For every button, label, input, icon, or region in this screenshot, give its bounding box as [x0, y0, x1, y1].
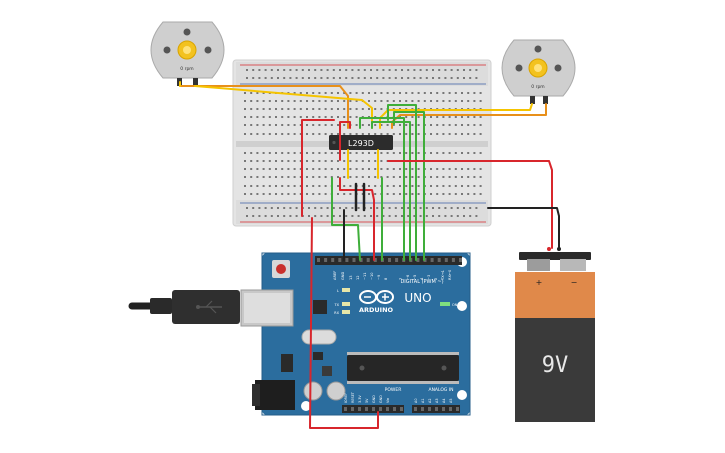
battery-plus-label: + — [536, 278, 543, 287]
pin-label-12: 12 — [356, 275, 360, 280]
on-led-label: ON — [452, 303, 458, 307]
reset-button[interactable] — [272, 260, 290, 278]
pin-label-10: ~10 — [370, 272, 374, 280]
pin-label-2: 2 — [434, 278, 438, 280]
battery-voltage: 9V — [542, 353, 569, 378]
battery-9v[interactable]: + − 9V — [515, 252, 595, 422]
pin-label-vin: Vin — [386, 398, 390, 403]
wire-left-motor-1 — [179, 85, 349, 129]
ic-label: L293D — [348, 139, 374, 148]
analog-header-label: ANALOG IN — [428, 387, 453, 393]
pin-label-3: ~3 — [427, 275, 431, 280]
pin-label-3v3: 3.3V — [358, 395, 362, 403]
motor-left[interactable]: 0 rpm — [150, 21, 225, 86]
motor-left-rpm: 0 rpm — [180, 66, 193, 72]
pin-label-aref: AREF — [333, 271, 337, 280]
pin-label-gnd: GND — [341, 272, 345, 280]
battery-minus-label: − — [571, 278, 578, 287]
pin-label-ioref: IOREF — [344, 393, 348, 403]
l293d-chip[interactable]: L293D — [329, 135, 393, 150]
motor-right-rpm: 0 rpm — [531, 84, 544, 90]
digital-header-label: DIGITAL (PWM ~) — [400, 279, 443, 285]
gear-icon — [177, 40, 197, 60]
pin-label-5: ~5 — [413, 275, 417, 280]
microcontroller-chip — [347, 352, 459, 384]
pin-label-gnd2: GND — [379, 395, 383, 403]
pin-label-9: ~9 — [377, 274, 381, 280]
pin-label-a0: A0 — [414, 399, 418, 403]
tx-led-label: TX — [333, 303, 339, 307]
rx-led-label: RX — [334, 311, 339, 315]
pin-label-0: RX←0 — [448, 269, 452, 280]
pin-label-4: 4 — [420, 277, 424, 280]
wires — [179, 81, 561, 429]
pin-label-a2: A2 — [428, 399, 432, 403]
pin-label-a1: A1 — [421, 399, 425, 403]
pin-label-a4: A4 — [442, 399, 446, 403]
dc-jack[interactable] — [252, 380, 295, 410]
usb-port[interactable] — [240, 289, 294, 327]
arduino-brand: ARDUINO — [359, 306, 394, 314]
arduino-uno-board[interactable]: ARDUINO UNO DIGITAL (PWM ~) POWER ANALOG… — [240, 252, 471, 416]
wire-right-motor-2 — [391, 103, 547, 129]
motor-right[interactable]: 0 rpm — [501, 39, 576, 104]
pin-label-a3: A3 — [435, 399, 439, 403]
pin-label-reset: RESET — [351, 391, 355, 403]
pin-label-11: ~11 — [363, 272, 367, 280]
usb-icon — [196, 300, 222, 314]
pin-label-7: 7 — [399, 278, 403, 280]
arduino-logo-icon — [359, 290, 394, 304]
pin-label-gnd1: GND — [372, 395, 376, 403]
pin-label-5v: 5V — [365, 398, 369, 403]
l-led-label: L — [337, 289, 339, 293]
pin-label-a5: A5 — [449, 399, 453, 403]
power-header-label: POWER — [385, 387, 402, 393]
pin-label-1: TX→1 — [441, 270, 445, 281]
pin-label-13: 13 — [349, 275, 353, 280]
gear-icon — [528, 58, 548, 78]
pin-label-6: ~6 — [406, 274, 410, 280]
pin-label-8: 8 — [384, 277, 388, 280]
usb-cable[interactable] — [128, 290, 240, 324]
arduino-model: UNO — [404, 291, 431, 305]
